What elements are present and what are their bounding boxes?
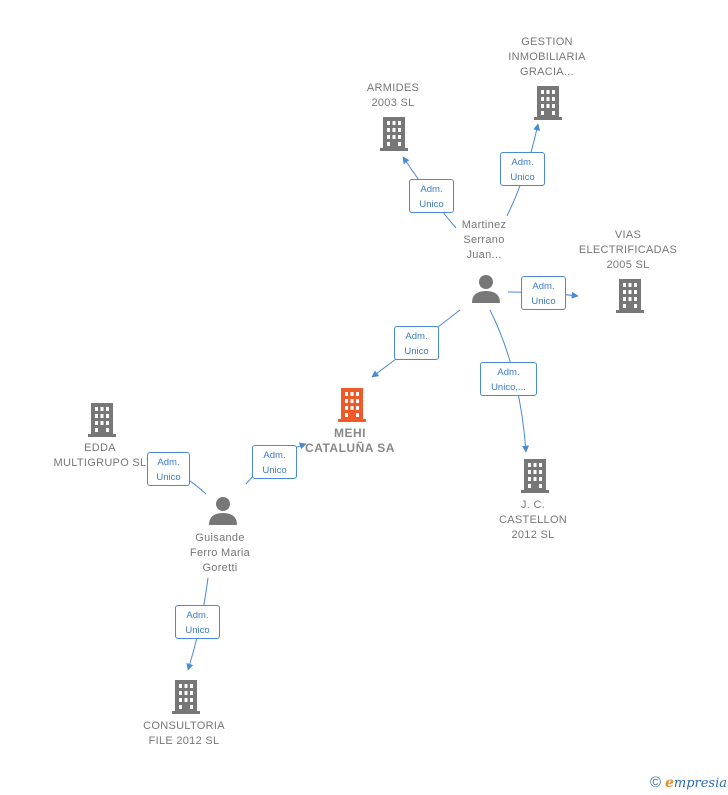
node-label-vias: VIAS ELECTRIFICADAS 2005 SL — [578, 229, 678, 271]
node-label-armides: ARMIDES 2003 SL — [366, 82, 420, 109]
node-label-mehi: MEHI CATALUÑA SA — [305, 426, 395, 455]
relation-label-mehi-martinez[interactable]: Adm.Unico — [394, 326, 439, 360]
node-label-guisande: Guisande Ferro Maria Goretti — [189, 532, 251, 574]
building-icon[interactable] — [532, 85, 564, 121]
relation-label-edda[interactable]: Adm.Unico — [147, 452, 190, 486]
building-icon[interactable] — [86, 402, 118, 438]
node-label-jc: J. C. CASTELLON 2012 SL — [498, 499, 568, 541]
relation-label-gestion[interactable]: Adm.Unico — [500, 152, 545, 186]
brand-name: mpresia — [673, 776, 728, 791]
brand-initial: e — [664, 775, 674, 791]
relation-label-mehi-guisande[interactable]: Adm.Unico — [252, 445, 297, 479]
node-label-consultoria: CONSULTORIA FILE 2012 SL — [143, 720, 225, 747]
node-label-martinez: Martinez Serrano Juan... — [461, 219, 507, 261]
relation-label-jc[interactable]: Adm.Unico,... — [480, 362, 537, 396]
building-icon[interactable] — [170, 679, 202, 715]
node-label-edda: EDDA MULTIGRUPO SL — [53, 442, 147, 469]
relation-label-consultoria[interactable]: Adm.Unico — [175, 605, 220, 639]
node-label-gestion: GESTION INMOBILIARIA GRACIA... — [508, 36, 586, 78]
building-icon[interactable] — [378, 116, 410, 152]
building-icon-focus[interactable] — [336, 387, 368, 423]
relation-label-armides[interactable]: Adm.Unico — [409, 179, 454, 213]
copyright-symbol: © — [650, 774, 662, 791]
empresia-logo[interactable]: © empresia — [650, 774, 727, 791]
relation-label-vias[interactable]: Adm.Unico — [521, 276, 566, 310]
building-icon[interactable] — [614, 278, 646, 314]
person-icon[interactable] — [471, 273, 501, 303]
person-icon[interactable] — [208, 495, 238, 525]
building-icon[interactable] — [519, 458, 551, 494]
